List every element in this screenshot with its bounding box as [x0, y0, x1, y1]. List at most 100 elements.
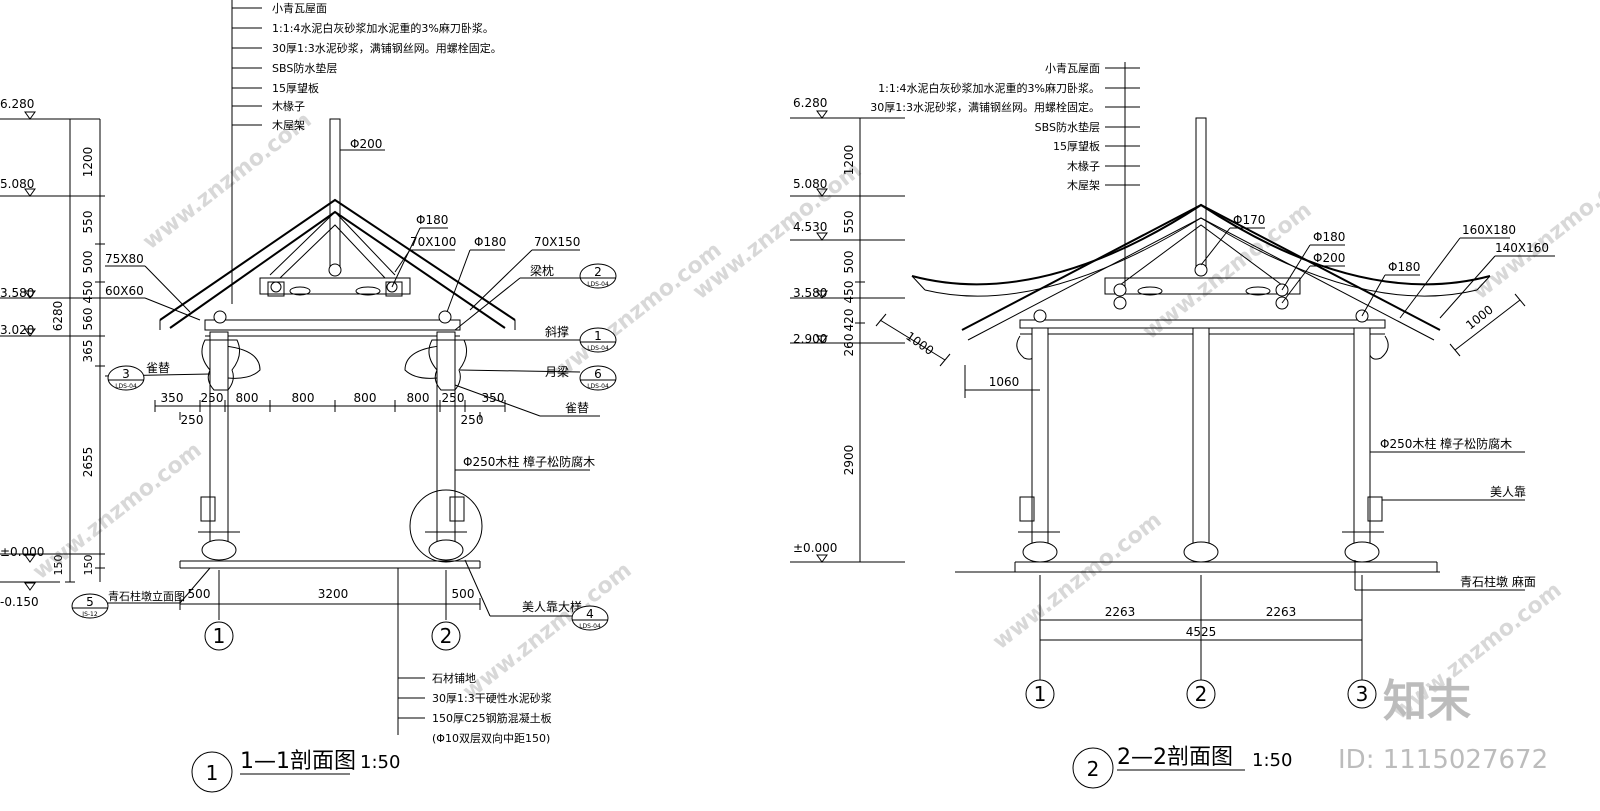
roof-layer-text: 1:1:4水泥白灰砂浆加水泥重的3%麻刀卧浆。: [272, 21, 494, 35]
svg-text:3: 3: [122, 367, 130, 381]
elev-5080: 5.080: [0, 177, 34, 191]
roof-layer-text-2: 1:1:4水泥白灰砂浆加水泥重的3%麻刀卧浆。: [878, 81, 1100, 95]
watermark-text: www.znzmo.com: [688, 158, 866, 305]
watermark-text: www.znzmo.com: [988, 508, 1166, 655]
label-column-1: Φ250木柱 樟子松防腐木: [463, 454, 595, 469]
dim-500-r: 500: [452, 587, 475, 601]
vertical-dim-chain-2: [855, 118, 865, 563]
dim-250-l: 250: [201, 391, 224, 405]
dim-6280: 6280: [51, 301, 65, 332]
hdim-top-1: [154, 400, 506, 420]
dim2-1000a: 1000: [903, 329, 936, 358]
elev2-3580: 3.580: [793, 286, 827, 300]
section-1-1: 6.280 5.080 3.580 3.020 ±0.000 -0.150: [0, 0, 617, 793]
svg-text:JS-12: JS-12: [81, 611, 98, 618]
detail-bubble-b5: 5 JS-12: [71, 593, 109, 619]
dim-800-1: 800: [236, 391, 259, 405]
svg-text:知末: 知末: [1383, 676, 1471, 727]
svg-text:2: 2: [594, 265, 602, 279]
label2-meiren: 美人靠: [1490, 485, 1526, 499]
dim2-2263b: 2263: [1266, 605, 1297, 619]
dim-800-2: 800: [292, 391, 315, 405]
axis-bubble-1-2: 2: [431, 621, 461, 651]
label-phi180-b: Φ180: [474, 235, 506, 249]
elevation-markers-2: 6.280 5.080 4.530 3.580 2.900 ±0.000: [793, 96, 837, 563]
svg-text:1: 1: [594, 329, 602, 343]
label-60x60: 60X60: [105, 284, 144, 298]
section-2-title: 2 2—2剖面图 1:50: [1072, 745, 1292, 789]
label2-phi200: Φ200: [1313, 251, 1345, 265]
section-scale: 1:50: [360, 752, 400, 773]
axis-bubble-2-2: 2: [1186, 679, 1216, 709]
callouts-1: Φ200 Φ180 70X100 Φ180 70X150 75X80 60X60…: [104, 137, 600, 617]
elevation-lines: [0, 118, 100, 583]
label-queti-left: 雀替: [146, 361, 170, 375]
detail-bubble-b1: 1 LDS-04: [579, 327, 617, 353]
callouts-2: Φ170 Φ180 Φ200 Φ180 160X180 140X160 Φ250…: [1200, 213, 1555, 591]
roof-structure-2: [911, 203, 1491, 360]
roof-layer-notes-2: 小青瓦屋面 1:1:4水泥白灰砂浆加水泥重的3%麻刀卧浆。 30厚1:3水泥砂浆…: [870, 62, 1140, 290]
elev-3580: 3.580: [0, 286, 34, 300]
diag-dims-2: [875, 293, 1526, 367]
dim-1200: 1200: [81, 147, 95, 178]
svg-text:2: 2: [1195, 682, 1208, 706]
section-title-2: 2—2剖面图: [1117, 745, 1233, 770]
svg-text:1: 1: [1034, 682, 1047, 706]
dim-365: 365: [81, 340, 95, 363]
label2-column: Φ250木柱 樟子松防腐木: [1380, 436, 1512, 451]
dim-250-rb: 250: [461, 413, 484, 427]
central-king-post-2: [1195, 117, 1207, 274]
roof-layer-notes-1: 小青瓦屋面 1:1:4水泥白灰砂浆加水泥重的3%麻刀卧浆。 30厚1:3水泥砂浆…: [231, 0, 502, 304]
dim2-420: 420: [842, 309, 856, 332]
dim2-550: 550: [842, 211, 856, 234]
label2-140x160: 140X160: [1495, 241, 1549, 255]
section-1-title: 1 1—1剖面图 1:50: [191, 749, 400, 793]
elevation-lines-2: [790, 117, 905, 563]
axis-bubble-2-3: 3: [1347, 679, 1377, 709]
roof-layer-text: 木屋架: [272, 119, 305, 132]
section-2-2: 6.280 5.080 4.530 3.580 2.900 ±0.000 120…: [790, 62, 1555, 789]
columns-1: [198, 331, 483, 563]
dim2-260: 260: [842, 334, 856, 357]
dim-350-r: 350: [482, 391, 505, 405]
label-phi200: Φ200: [350, 137, 382, 151]
dim2-2263a: 2263: [1105, 605, 1136, 619]
svg-text:LDS-04: LDS-04: [587, 281, 609, 288]
dim-150a: 150: [52, 555, 65, 576]
dim2-500: 500: [842, 251, 856, 274]
brand-id: ID: 1115027672: [1338, 745, 1548, 775]
label-meiren-detail: 美人靠大样: [522, 599, 582, 614]
label2-phi180b: Φ180: [1388, 260, 1420, 274]
elev2-6280: 6.280: [793, 96, 827, 110]
elev2-2900: 2.900: [793, 332, 827, 346]
columns-2: [1018, 327, 1384, 563]
watermark-text: www.znzmo.com: [458, 558, 636, 705]
svg-text:1: 1: [213, 624, 226, 648]
label-qingshi-1: 青石柱墩立面图: [108, 589, 185, 603]
label-queti-right: 雀替: [565, 401, 589, 415]
dim2-450: 450: [842, 281, 856, 304]
dim-3200: 3200: [318, 587, 349, 601]
roof-layer-text-2: 小青瓦屋面: [1045, 62, 1100, 75]
svg-text:3: 3: [1356, 682, 1369, 706]
hdim-bottom-2: [1039, 575, 1363, 680]
label2-160x180: 160X180: [1462, 223, 1516, 237]
svg-text:2: 2: [440, 624, 453, 648]
roof-structure: [159, 198, 516, 379]
dim2-1200: 1200: [842, 145, 856, 176]
roof-layer-text-2: 木椽子: [1067, 160, 1100, 173]
svg-text:LDS-04: LDS-04: [587, 383, 609, 390]
svg-text:LDS-04: LDS-04: [115, 383, 137, 390]
dim-500-l: 500: [188, 587, 211, 601]
dim-800-3: 800: [354, 391, 377, 405]
hdim-top-labels-1: 350 250 800 800 800 800 250 350 250 250: [161, 391, 505, 427]
floor-layer-text: 30厚1:3干硬性水泥砂浆: [432, 691, 552, 705]
dim-250-lb: 250: [181, 413, 204, 427]
axis-bubble-1-1: 1: [204, 621, 234, 651]
dim-800-4: 800: [407, 391, 430, 405]
dim2-4525: 4525: [1186, 625, 1217, 639]
roof-layer-text-2: 15厚望板: [1053, 139, 1100, 153]
roof-layer-text-2: 木屋架: [1067, 179, 1100, 192]
elev2-4530: 4.530: [793, 220, 827, 234]
